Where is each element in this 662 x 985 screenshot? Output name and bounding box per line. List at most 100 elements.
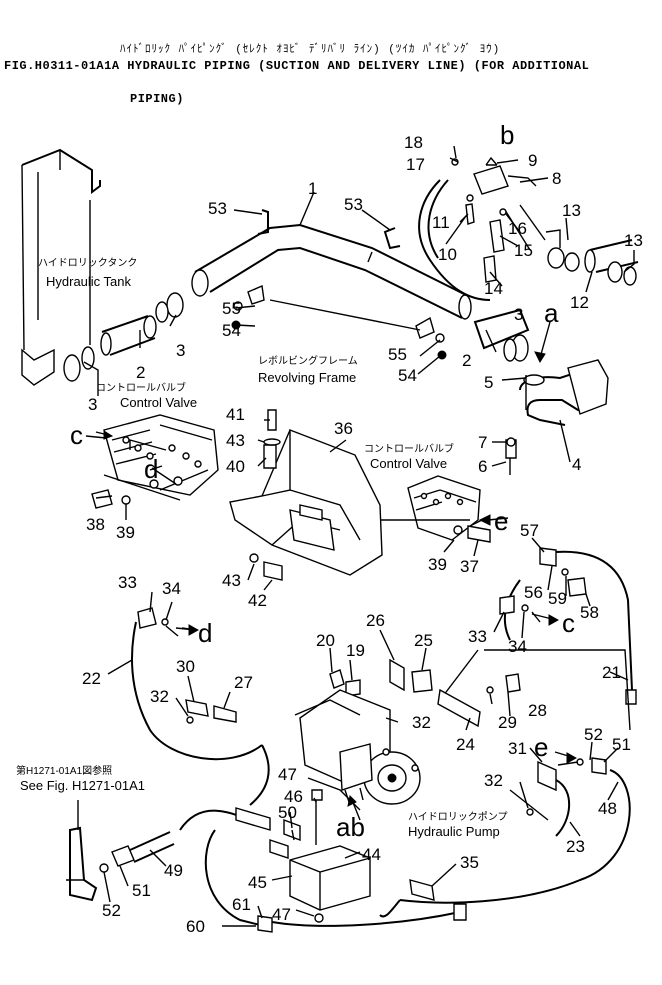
part-29: 29 — [498, 713, 517, 732]
part-54-left: 54 — [222, 321, 241, 340]
hydraulic-tank-drawing — [21, 148, 101, 386]
part-14: 14 — [484, 279, 503, 298]
part-47-lower: 47 — [272, 905, 291, 924]
hydraulic-pump-label: Hydraulic Pump — [408, 824, 500, 839]
suction-pipe-drawing — [63, 209, 530, 382]
connector-ab: ab — [336, 812, 365, 842]
part-55-right: 55 — [388, 345, 407, 364]
hydraulic-pump-label-jp: ハイドロリックポンプ — [408, 811, 508, 823]
part-56: 56 — [524, 583, 543, 602]
part-13-right: 13 — [624, 231, 643, 250]
part-25: 25 — [414, 631, 433, 650]
part-1: 1 — [308, 179, 317, 198]
part-49: 49 — [164, 861, 183, 880]
part-57: 57 — [520, 521, 539, 540]
part-34-left: 34 — [162, 579, 181, 598]
part-30: 30 — [176, 657, 195, 676]
hydraulic-tank-label: Hydraulic Tank — [46, 274, 132, 289]
figure-title: FIG.H0311-01A1A HYDRAULIC PIPING (SUCTIO… — [4, 59, 590, 73]
part-60: 60 — [186, 917, 205, 936]
part-36: 36 — [334, 419, 353, 438]
control-valve-right-drawing — [380, 475, 491, 543]
part-8: 8 — [552, 169, 561, 188]
control-valve-right-label-jp: コントロールバルブ — [364, 442, 454, 455]
connector-c-lower: c — [562, 608, 575, 638]
part-46: 46 — [284, 787, 303, 806]
connector-e-right: e — [494, 506, 508, 536]
part-51-right: 51 — [612, 735, 631, 754]
part-53-left: 53 — [208, 199, 227, 218]
part-52-right: 52 — [584, 725, 603, 744]
connector-arrows — [95, 321, 578, 821]
part-52-left: 52 — [102, 901, 121, 920]
part-39-right: 39 — [428, 555, 447, 574]
part-58: 58 — [580, 603, 599, 622]
part-5: 5 — [484, 373, 493, 392]
part-43-upper: 43 — [226, 431, 245, 450]
see-figure-label-jp: 第H1271-01A1図参照 — [16, 764, 112, 777]
part-21: 21 — [602, 663, 621, 682]
part-19: 19 — [346, 641, 365, 660]
part-61: 61 — [232, 895, 251, 914]
part-9: 9 — [528, 151, 537, 170]
part-11: 11 — [432, 213, 450, 232]
revolving-frame-label: Revolving Frame — [258, 370, 356, 385]
part-31: 31 — [508, 739, 527, 758]
part-32-center: 32 — [412, 713, 431, 732]
part-3-middle: 3 — [176, 341, 185, 360]
part-33-left: 33 — [118, 573, 137, 592]
see-figure-label: See Fig. H1271-01A1 — [20, 778, 145, 793]
connector-d-lower: d — [198, 618, 212, 648]
part-18: 18 — [404, 133, 423, 152]
part-33-right: 33 — [468, 627, 487, 646]
part-12: 12 — [570, 293, 589, 312]
part-22: 22 — [82, 669, 101, 688]
part-35: 35 — [460, 853, 479, 872]
part-51-left: 51 — [132, 881, 151, 900]
part-28: 28 — [528, 701, 547, 720]
revolving-frame-label-jp: レボルビングフレーム — [258, 354, 358, 367]
part-38: 38 — [86, 515, 105, 534]
part-41: 41 — [226, 405, 245, 424]
part-55-left: 55 — [222, 299, 241, 318]
part-4: 4 — [572, 455, 581, 474]
delivery-pipe-drawing — [418, 156, 639, 475]
control-valve-left-label-jp: コントロールバルブ — [96, 381, 186, 394]
part-32-left: 32 — [150, 687, 169, 706]
connector-e-lower: e — [534, 732, 548, 762]
part-10: 10 — [438, 245, 457, 264]
hydraulic-tank-label-jp: ハイドロリックタンク — [38, 257, 137, 269]
connector-c-left: c — [70, 420, 83, 450]
part-17: 17 — [406, 155, 425, 174]
connector-d-left: d — [144, 454, 158, 484]
part-2-right: 2 — [462, 351, 471, 370]
part-16: 16 — [508, 219, 527, 238]
hydraulic-pump-drawing — [294, 689, 421, 806]
control-valve-right-label: Control Valve — [370, 456, 447, 471]
part-3-right: 3 — [514, 305, 523, 324]
part-59: 59 — [548, 589, 567, 608]
bracket-drawing — [229, 409, 383, 581]
part-54-right: 54 — [398, 366, 417, 385]
figure-title-continued: PIPING) — [130, 92, 184, 106]
part-43-lower: 43 — [222, 571, 241, 590]
part-15: 15 — [514, 241, 533, 260]
part-3-left: 3 — [88, 395, 97, 414]
lower-hoses-drawing — [131, 547, 637, 904]
lower-components-drawing — [66, 789, 467, 933]
connector-b: b — [500, 120, 514, 150]
part-20: 20 — [316, 631, 335, 650]
title-japanese: ﾊｲﾄﾞﾛﾘｯｸ ﾊﾟｲﾋﾟﾝｸﾞ (ｾﾚｸﾄ ｵﾖﾋﾞ ﾃﾞﾘﾊﾞﾘ ﾗｲﾝ)… — [120, 44, 501, 56]
part-13-upper: 13 — [562, 201, 581, 220]
part-37: 37 — [460, 557, 479, 576]
part-2-left: 2 — [136, 363, 145, 382]
part-24: 24 — [456, 735, 475, 754]
part-48: 48 — [598, 799, 617, 818]
control-valve-left-drawing — [91, 414, 219, 509]
part-40: 40 — [226, 457, 245, 476]
part-53-right: 53 — [344, 195, 363, 214]
control-valve-left-label: Control Valve — [120, 395, 197, 410]
part-34-right: 34 — [508, 637, 527, 656]
part-44: 44 — [362, 845, 381, 864]
